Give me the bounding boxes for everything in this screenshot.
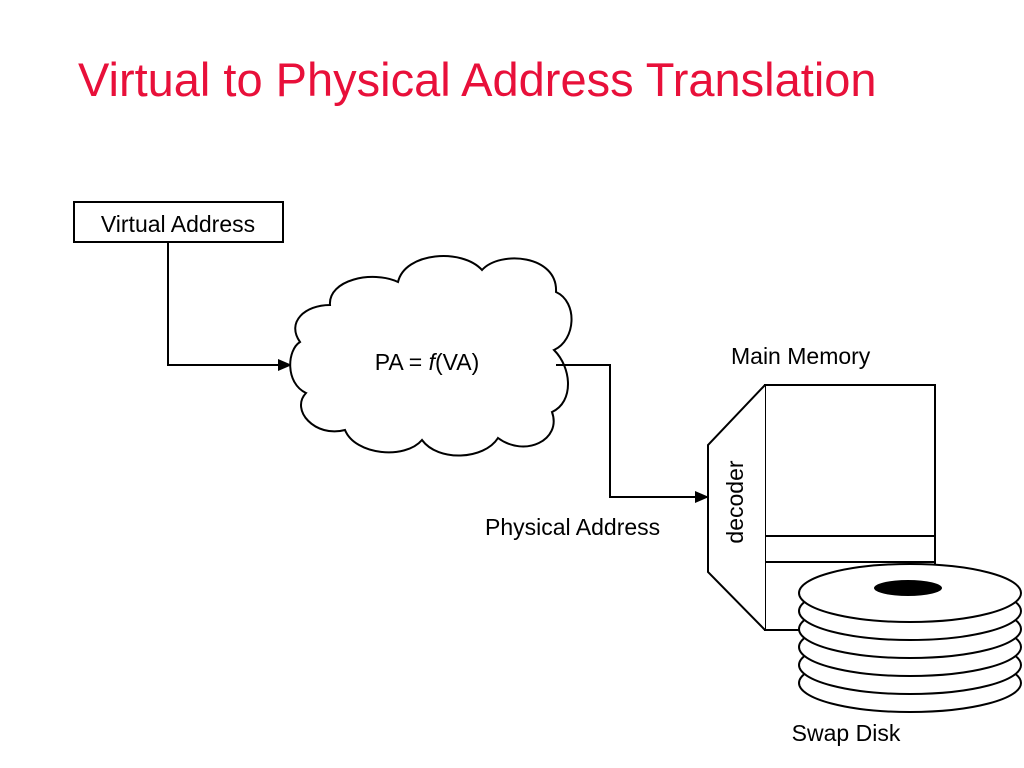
main-memory-label: Main Memory [731,343,871,369]
decoder: decoder [707,384,766,631]
slide-title: Virtual to Physical Address Translation [78,53,877,106]
va-to-function-arrow [167,242,292,371]
translation-function-cloud: PA = f(VA) [289,255,573,457]
function-name: f [429,349,438,375]
virtual-address-label: Virtual Address [101,211,255,237]
swap-disk [798,563,1022,713]
function-arg: (VA) [435,349,479,375]
swap-disk-label: Swap Disk [792,720,901,746]
physical-address-label: Physical Address [485,514,660,540]
decoder-label: decoder [722,460,748,543]
function-prefix: PA = [375,349,429,375]
virtual-address-box: Virtual Address [73,201,284,243]
function-to-decoder-arrow [556,364,709,503]
main-memory-block [764,384,936,631]
disk-spindle [874,580,942,596]
svg-text:PA = f(VA): PA = f(VA) [375,349,480,375]
